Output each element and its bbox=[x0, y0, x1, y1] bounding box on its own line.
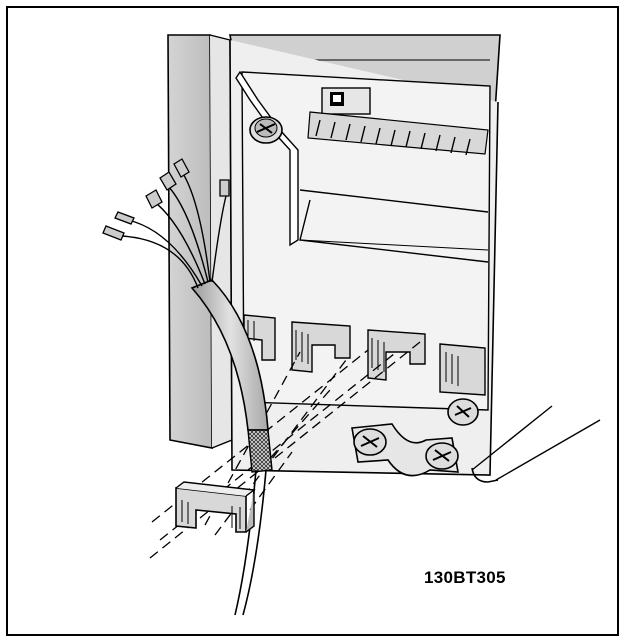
shielded-cable bbox=[190, 279, 273, 616]
cable-clamp-part bbox=[175, 481, 256, 533]
screw-right bbox=[447, 398, 479, 426]
left-side-panel bbox=[167, 34, 233, 449]
clamp-slots bbox=[243, 314, 486, 396]
screw-top-left bbox=[249, 116, 283, 144]
wire-ferrules bbox=[102, 158, 230, 241]
earth-clamp-bracket bbox=[351, 423, 459, 477]
mounting-foot bbox=[471, 405, 601, 483]
figure-id-label: 130BT305 bbox=[424, 568, 506, 587]
